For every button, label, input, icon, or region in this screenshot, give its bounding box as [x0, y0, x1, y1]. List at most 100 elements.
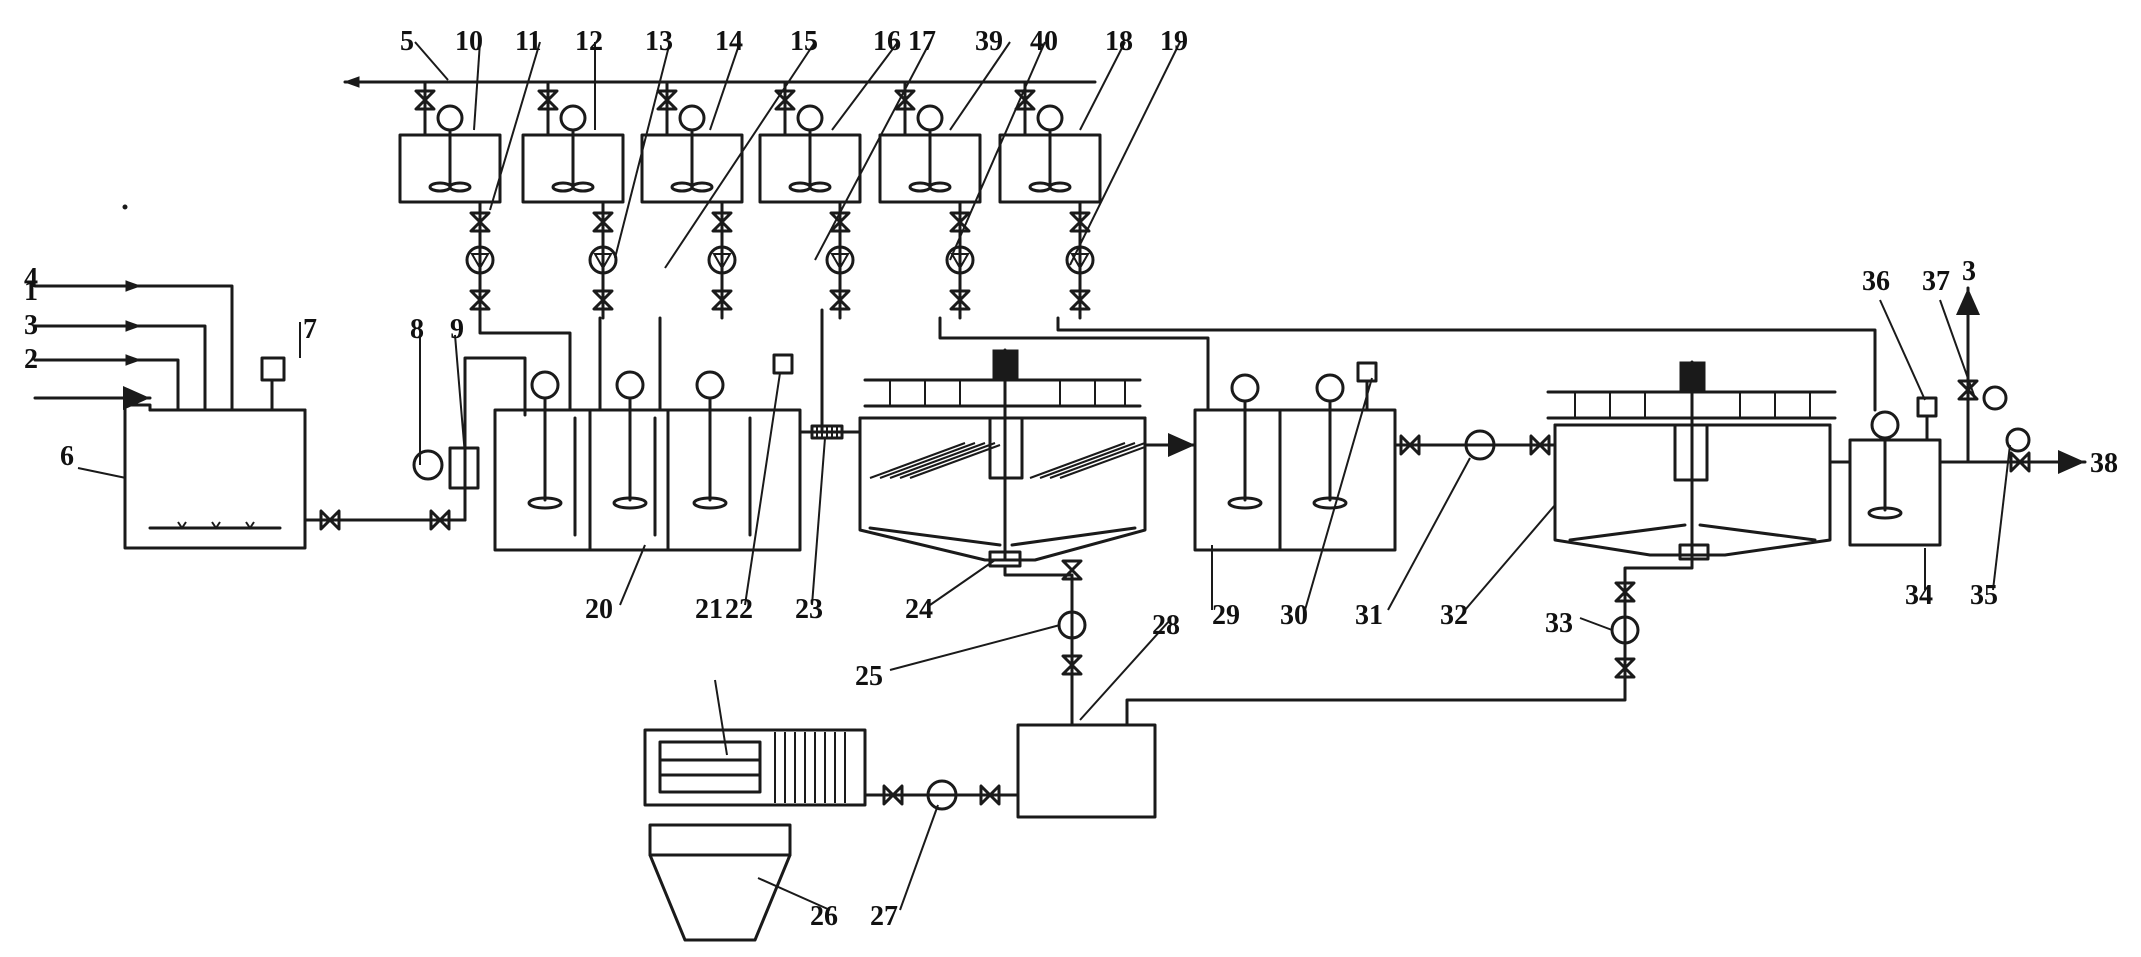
label-35: 35: [1970, 580, 1998, 611]
label-4-vis: 4: [24, 263, 38, 294]
label-15: 15: [790, 26, 818, 57]
mixer-motor-icon: [678, 104, 706, 132]
valve-icon: [1529, 434, 1551, 456]
pump-arrow-icon: [1070, 253, 1090, 271]
impeller-icon: [1028, 181, 1052, 193]
label-19: 19: [1160, 26, 1188, 57]
valve-icon: [1614, 657, 1636, 679]
label-21: 21: [695, 594, 723, 625]
reaction-tank-20: [493, 408, 802, 552]
valve-icon: [592, 289, 614, 311]
valve-icon: [711, 211, 733, 233]
stray-dot: [122, 204, 128, 210]
label-3: 3: [24, 310, 38, 341]
valve-icon: [1061, 559, 1083, 581]
label-24: 24: [905, 594, 933, 625]
label-30: 30: [1280, 600, 1308, 631]
sludge-tank-28: [1016, 723, 1157, 819]
valve-icon: [1399, 434, 1421, 456]
valve-icon: [1061, 654, 1083, 676]
label-1: 1: [24, 276, 38, 307]
impeller-icon: [808, 181, 832, 193]
feed-pump-line: [303, 356, 527, 522]
valve-icon: [592, 211, 614, 233]
label-7: 7: [303, 314, 317, 345]
clarifier-32: [1546, 360, 1852, 562]
dosing-return-lines: [319, 308, 2031, 806]
pump-line-27: [863, 779, 1020, 811]
pump-arrow-icon: [712, 253, 732, 271]
impeller-icon: [448, 181, 472, 193]
label-2: 2: [24, 344, 38, 375]
impeller-icon: [908, 181, 932, 193]
label-39: 39: [975, 26, 1003, 57]
clarifier-24: [858, 348, 1197, 568]
callout-labels: 1 2 3 4 4 5 6 7 8 9 10 11 12 13 14 15 16…: [24, 26, 2118, 932]
mixer-20a: [527, 370, 563, 510]
impeller-icon: [1048, 181, 1072, 193]
label-28: 28: [1152, 610, 1180, 641]
label-3-outlet: 3: [1962, 256, 1976, 287]
valve-icon: [1069, 211, 1091, 233]
valve-icon: [537, 89, 559, 111]
valve-icon: [979, 784, 1001, 806]
impeller-icon: [428, 181, 452, 193]
valve-icon: [949, 289, 971, 311]
label-38: 38: [2090, 448, 2118, 479]
pump-arrow-icon: [593, 253, 613, 271]
sludge-hopper-26: [648, 823, 792, 942]
valve-icon: [319, 509, 341, 531]
label-34: 34: [1905, 580, 1933, 611]
label-37: 37: [1922, 266, 1950, 297]
label-12: 12: [575, 26, 603, 57]
valve-icon: [774, 89, 796, 111]
pump-arrow-icon: [470, 253, 490, 271]
valve-icon: [1957, 379, 1979, 401]
valve-icon: [656, 89, 678, 111]
mixer-20b: [612, 370, 648, 510]
sludge-line-24: [1003, 564, 1087, 727]
label-6: 6: [60, 441, 74, 472]
label-14: 14: [715, 26, 743, 57]
pump-line-31: [1393, 429, 1557, 461]
label-31: 31: [1355, 600, 1383, 631]
pump-arrow-icon: [830, 253, 850, 271]
dosing-tank: [398, 80, 502, 320]
label-23: 23: [795, 594, 823, 625]
label-17: 17: [908, 26, 936, 57]
label-10: 10: [455, 26, 483, 57]
valve-icon: [1069, 289, 1091, 311]
pump-icon: [707, 245, 737, 275]
label-18: 18: [1105, 26, 1133, 57]
tank-34: [1848, 286, 2087, 547]
valve-icon: [894, 89, 916, 111]
impeller-icon: [788, 181, 812, 193]
valve-icon: [429, 509, 451, 531]
label-20: 20: [585, 594, 613, 625]
impeller-icon: [571, 181, 595, 193]
valve-icon: [949, 211, 971, 233]
mixer-motor-icon: [1036, 104, 1064, 132]
label-16: 16: [873, 26, 901, 57]
label-9: 9: [450, 314, 464, 345]
impeller-icon: [690, 181, 714, 193]
impeller-icon: [928, 181, 952, 193]
dosing-header-pipe: [343, 76, 1097, 88]
pump-icon: [1065, 245, 1095, 275]
label-33: 33: [1545, 608, 1573, 639]
label-26: 26: [810, 901, 838, 932]
valve-icon: [469, 289, 491, 311]
dosing-tank: [998, 80, 1102, 320]
label-5: 5: [400, 26, 414, 57]
pump-icon: [825, 245, 855, 275]
valve-icon: [1614, 581, 1636, 603]
mixer-motor-icon: [916, 104, 944, 132]
pump-icon: [945, 245, 975, 275]
label-40: 40: [1030, 26, 1058, 57]
label-8: 8: [410, 314, 424, 345]
valve-icon: [882, 784, 904, 806]
dosing-tank: [521, 80, 625, 320]
filter-press-21: [643, 728, 867, 807]
leader-lines: [77, 41, 2011, 911]
